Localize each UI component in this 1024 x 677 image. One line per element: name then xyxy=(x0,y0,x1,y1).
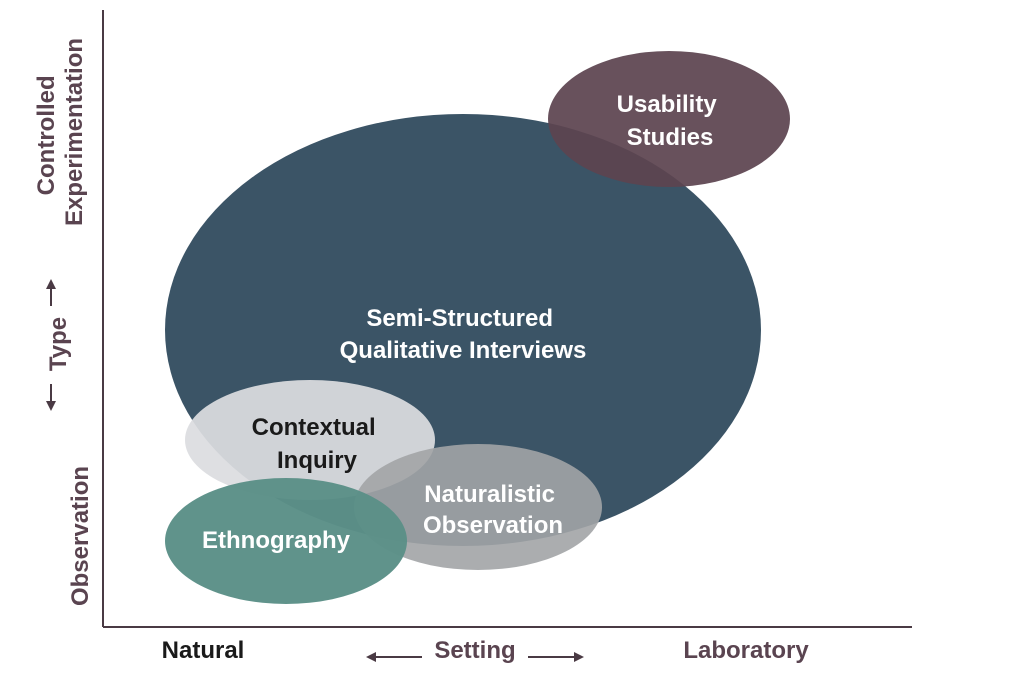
semi-structured-label: Semi-Structured Qualitative Interviews xyxy=(340,305,587,364)
usability-studies-label-line1: Usability xyxy=(617,91,718,118)
naturalistic-observation-ellipse xyxy=(354,444,602,570)
naturalistic-observation-label-line1: Naturalistic xyxy=(424,481,555,508)
usability-studies-label-line2: Studies xyxy=(627,124,714,151)
naturalistic-observation-label-line2: Observation xyxy=(423,512,563,539)
x-axis-middle-label: Setting xyxy=(434,637,515,664)
contextual-inquiry-ellipse xyxy=(185,380,435,500)
contextual-inquiry-label: Contextual Inquiry xyxy=(252,414,383,474)
x-axis-right-label: Laboratory xyxy=(683,637,809,664)
usability-studies-ellipse xyxy=(548,51,790,187)
naturalistic-observation-label: Naturalistic Observation xyxy=(423,481,563,539)
y-axis-bottom-label: Observation xyxy=(67,466,94,606)
x-axis-left-label: Natural xyxy=(162,637,245,664)
semi-structured-label-line1: Semi-Structured xyxy=(366,305,553,332)
y-axis-top-label-line1: Controlled xyxy=(33,75,60,195)
y-axis-top-label-line2: Experimentation xyxy=(61,38,88,226)
contextual-inquiry-label-line2: Inquiry xyxy=(277,447,358,474)
ethnography-ellipse xyxy=(165,478,407,604)
ethnography-label: Ethnography xyxy=(202,527,351,554)
y-axis-middle-label: Type xyxy=(45,317,72,371)
contextual-inquiry-label-line1: Contextual xyxy=(252,414,376,441)
semi-structured-label-line2: Qualitative Interviews xyxy=(340,337,587,364)
y-axis-top-label: Controlled Experimentation xyxy=(33,38,88,226)
usability-studies-label: Usability Studies xyxy=(617,91,724,151)
